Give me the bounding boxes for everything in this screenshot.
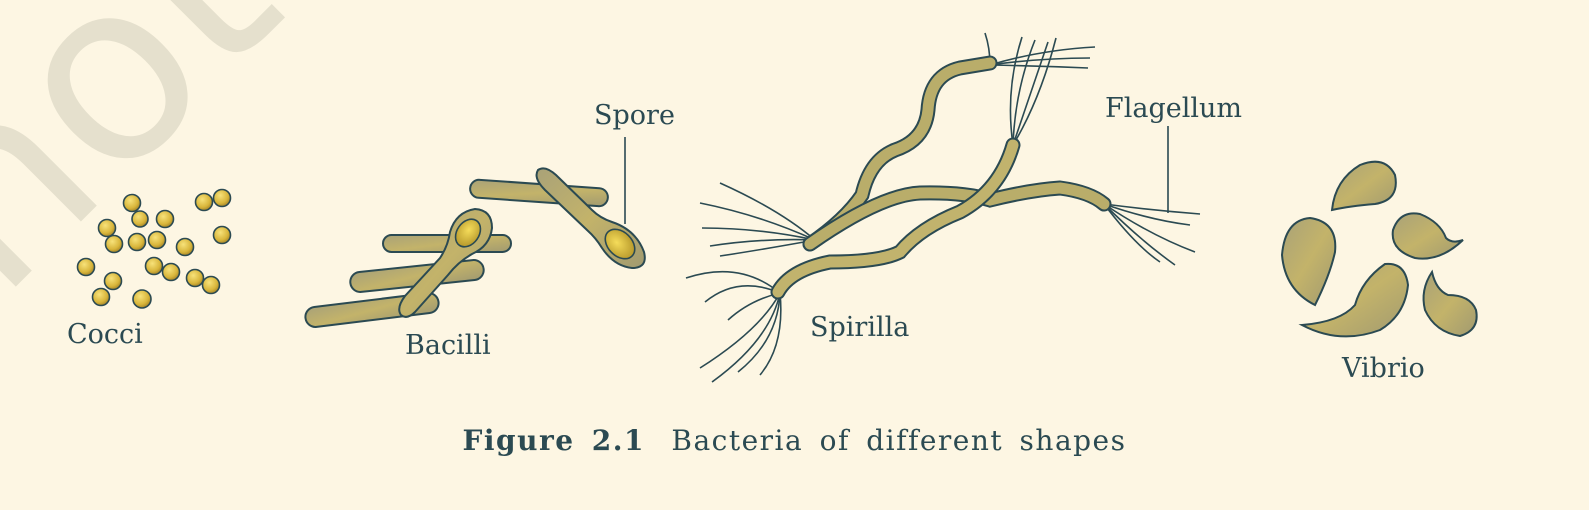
coccus <box>212 225 232 245</box>
label-vibrio: Vibrio <box>1341 353 1425 384</box>
vibrio-cell <box>1391 212 1464 260</box>
coccus <box>155 209 175 229</box>
coccus <box>201 275 221 295</box>
vibrio-group <box>1280 160 1478 338</box>
coccus <box>175 237 195 257</box>
coccus <box>212 188 232 208</box>
label-flagellum: Flagellum <box>1105 93 1242 124</box>
coccus <box>104 234 124 254</box>
coccus <box>161 262 181 282</box>
spore <box>604 228 636 260</box>
label-spirilla: Spirilla <box>810 312 909 343</box>
coccus <box>132 289 152 309</box>
figure-caption: Figure 2.1 Bacteria of different shapes <box>0 424 1589 457</box>
spore <box>454 218 482 248</box>
label-cocci: Cocci <box>67 319 143 350</box>
vibrio-cell <box>1280 216 1337 307</box>
coccus <box>144 256 164 276</box>
cocci-group <box>76 188 232 309</box>
bacilli-group <box>304 167 646 328</box>
coccus <box>127 232 147 252</box>
coccus <box>103 271 123 291</box>
vibrio-cell <box>1330 160 1397 212</box>
figure-caption-text: Bacteria of different shapes <box>671 424 1127 457</box>
figure-number: Figure 2.1 <box>462 424 645 457</box>
coccus <box>194 192 214 212</box>
coccus <box>131 210 149 228</box>
coccus <box>97 218 117 238</box>
flagella-left <box>699 182 816 257</box>
coccus <box>122 193 142 213</box>
coccus <box>91 287 111 307</box>
vibrio-cell <box>1422 269 1478 338</box>
spirilla-group <box>685 32 1201 383</box>
coccus <box>185 268 205 288</box>
coccus <box>76 257 96 277</box>
vibrio-cell <box>1298 262 1410 338</box>
label-bacilli: Bacilli <box>405 330 491 361</box>
label-spore: Spore <box>594 100 675 131</box>
flagella-top <box>984 32 1096 69</box>
flagella-lower-left <box>685 270 782 383</box>
spirillum-cell-fill <box>772 139 1019 298</box>
flagella-middle <box>1009 36 1057 146</box>
coccus <box>147 230 167 250</box>
flagella-right <box>1103 203 1201 266</box>
